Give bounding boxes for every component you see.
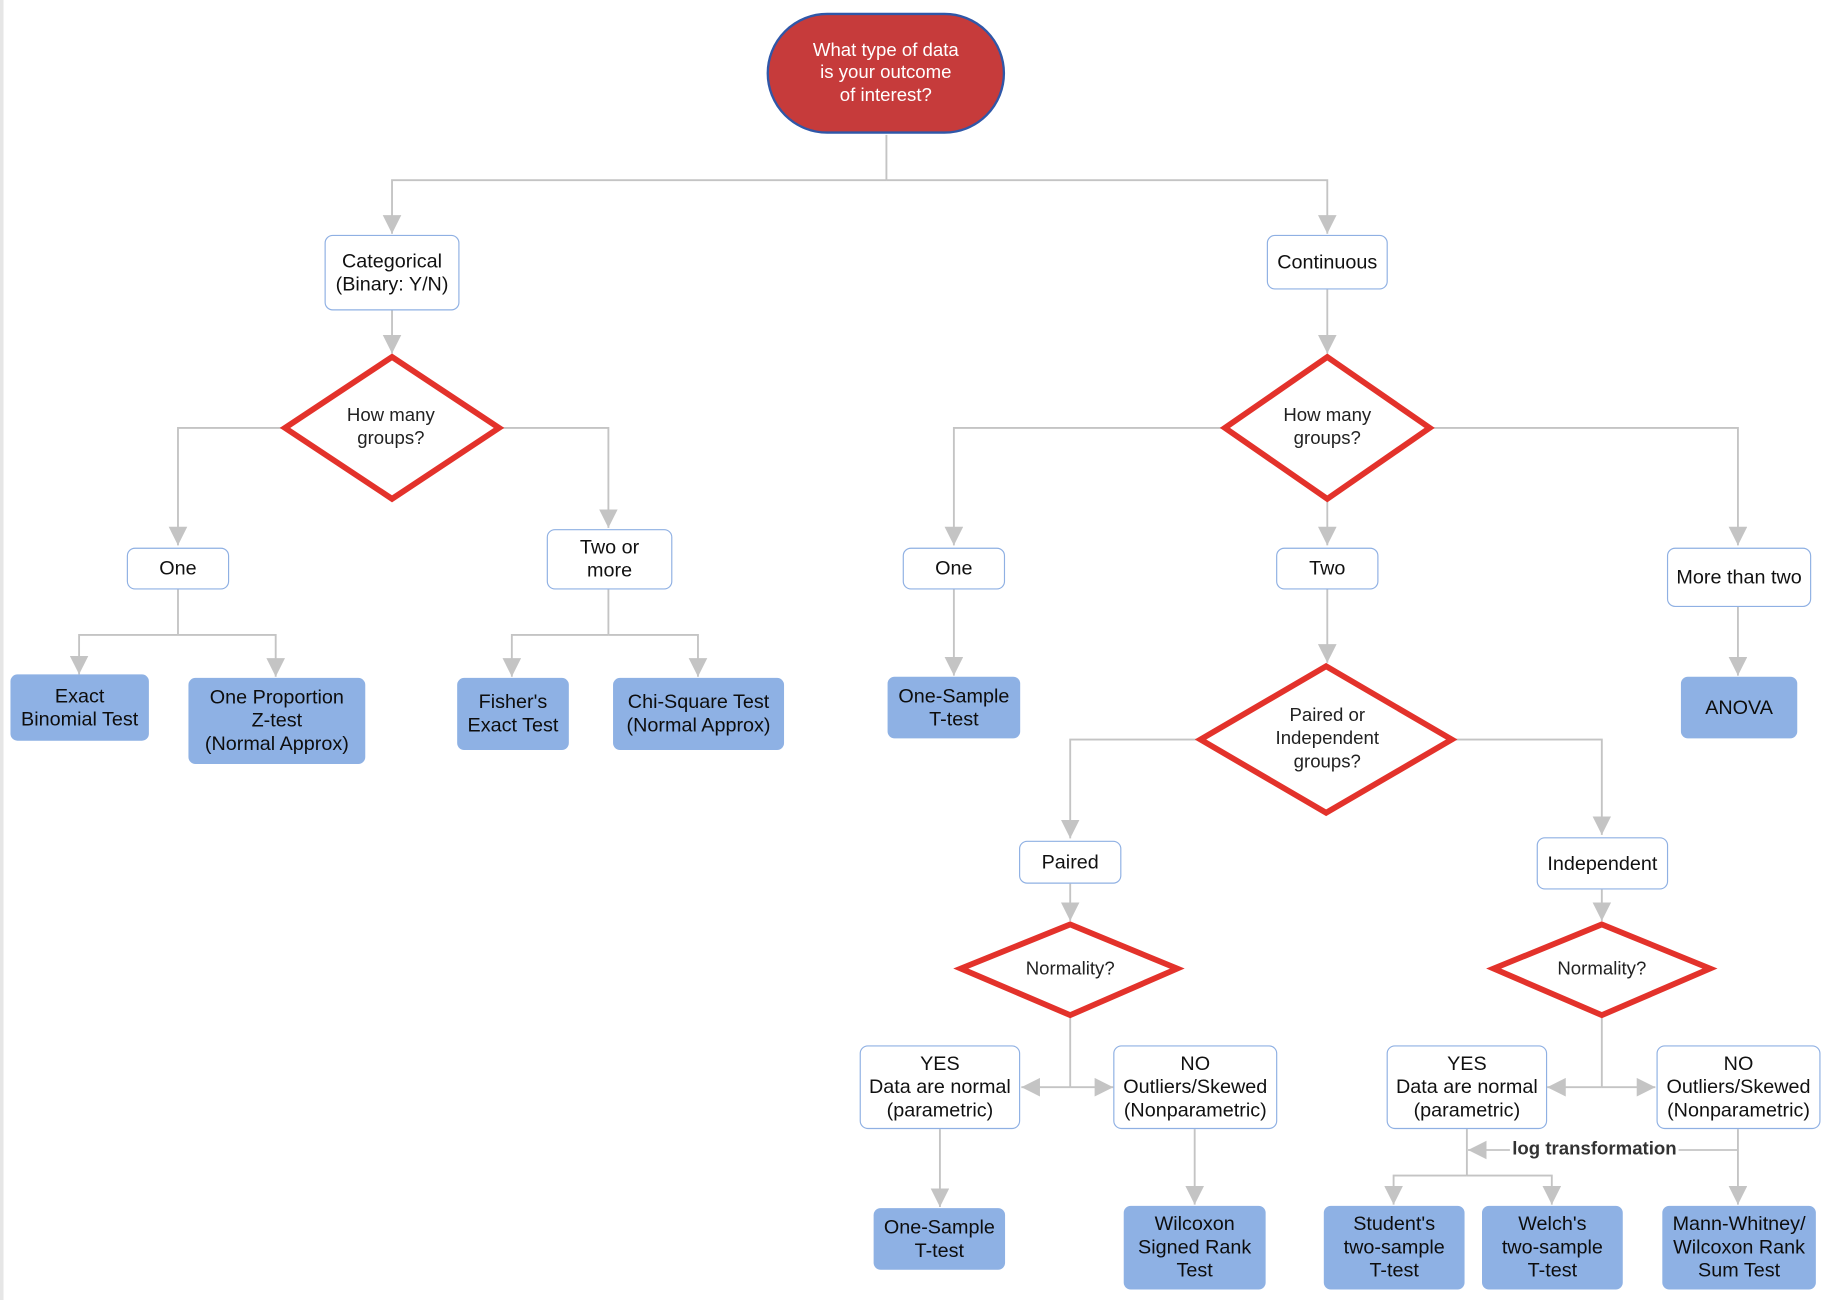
decision-cat-how-many-shape bbox=[279, 353, 505, 503]
normality-paired-label: Normality? bbox=[1025, 959, 1115, 980]
cat-how-many-groups-label: How many groups? bbox=[346, 405, 435, 449]
paired-node: Paired bbox=[1019, 840, 1122, 884]
decision-cont-how-many-shape bbox=[1219, 353, 1435, 503]
edge-cat-one-to-exact-binomial bbox=[69, 633, 178, 675]
cont-one-node: One bbox=[902, 547, 1006, 590]
one-proportion-z-test-node: One Proportion Z-test (Normal Approx) bbox=[188, 677, 366, 764]
edge-cont-decision-to-one bbox=[944, 426, 1225, 546]
edge-cat-decision-to-two-or-more bbox=[499, 426, 618, 528]
left-edge-bar bbox=[0, 0, 4, 1300]
yes-normal-independent-node: YES Data are normal (parametric) bbox=[1386, 1045, 1548, 1130]
edge-yes-independent-to-welchs bbox=[1466, 1174, 1562, 1205]
edge-cont-decision-to-more-than-two bbox=[1429, 426, 1748, 546]
students-two-sample-t-test-node: Student's two-sample T-test bbox=[1323, 1205, 1465, 1290]
cont-more-than-two-node: More than two bbox=[1666, 547, 1812, 607]
log-transformation-label: log transformation bbox=[1509, 1139, 1679, 1161]
edge-yes-independent-to-students bbox=[1384, 1174, 1467, 1205]
one-sample-t-test-top-node: One-Sample T-test bbox=[887, 676, 1021, 739]
paired-or-independent-label: Paired or Independent groups? bbox=[1275, 705, 1380, 773]
no-skewed-paired-node: NO Outliers/Skewed (Nonparametric) bbox=[1113, 1045, 1278, 1130]
decision-paired-or-independent-shape bbox=[1194, 662, 1458, 817]
cont-how-many-groups-label: How many groups? bbox=[1283, 405, 1372, 449]
continuous-node: Continuous bbox=[1266, 234, 1388, 290]
edge-pi-decision-to-paired bbox=[1060, 738, 1201, 839]
anova-node: ANOVA bbox=[1680, 676, 1798, 739]
cat-two-or-more-node: Two or more bbox=[546, 529, 673, 590]
edge-pi-decision-to-independent bbox=[1451, 738, 1612, 835]
wilcoxon-signed-rank-test-node: Wilcoxon Signed Rank Test bbox=[1123, 1205, 1266, 1290]
mann-whitney-wilcoxon-rank-sum-test-node: Mann-Whitney/ Wilcoxon Rank Sum Test bbox=[1662, 1205, 1816, 1290]
no-skewed-independent-node: NO Outliers/Skewed (Nonparametric) bbox=[1656, 1045, 1821, 1130]
start-node: What type of data is your outcome of int… bbox=[766, 12, 1006, 134]
decision-normality-independent-shape bbox=[1486, 921, 1718, 1019]
edge-start-to-continuous bbox=[886, 179, 1337, 234]
normality-independent-label: Normality? bbox=[1557, 959, 1647, 980]
chi-square-test-node: Chi-Square Test (Normal Approx) bbox=[613, 677, 785, 750]
edge-two-or-more-to-chi-square bbox=[608, 633, 708, 677]
yes-normal-paired-node: YES Data are normal (parametric) bbox=[859, 1045, 1021, 1130]
edge-cat-decision-to-one bbox=[168, 426, 286, 546]
cat-one-node: One bbox=[126, 547, 230, 590]
cont-two-node: Two bbox=[1276, 547, 1379, 590]
categorical-node: Categorical (Binary: Y/N) bbox=[324, 234, 460, 311]
edge-two-or-more-to-fishers bbox=[502, 633, 609, 677]
edge-cat-one-to-one-proportion bbox=[177, 633, 286, 677]
edge-start-to-categorical bbox=[382, 179, 887, 234]
independent-node: Independent bbox=[1536, 837, 1669, 890]
welchs-two-sample-t-test-node: Welch's two-sample T-test bbox=[1482, 1205, 1623, 1290]
decision-normality-paired-shape bbox=[953, 921, 1185, 1019]
exact-binomial-test-node: Exact Binomial Test bbox=[10, 674, 149, 741]
one-sample-t-test-bottom-node: One-Sample T-test bbox=[873, 1208, 1006, 1270]
fishers-exact-test-node: Fisher's Exact Test bbox=[457, 677, 569, 750]
